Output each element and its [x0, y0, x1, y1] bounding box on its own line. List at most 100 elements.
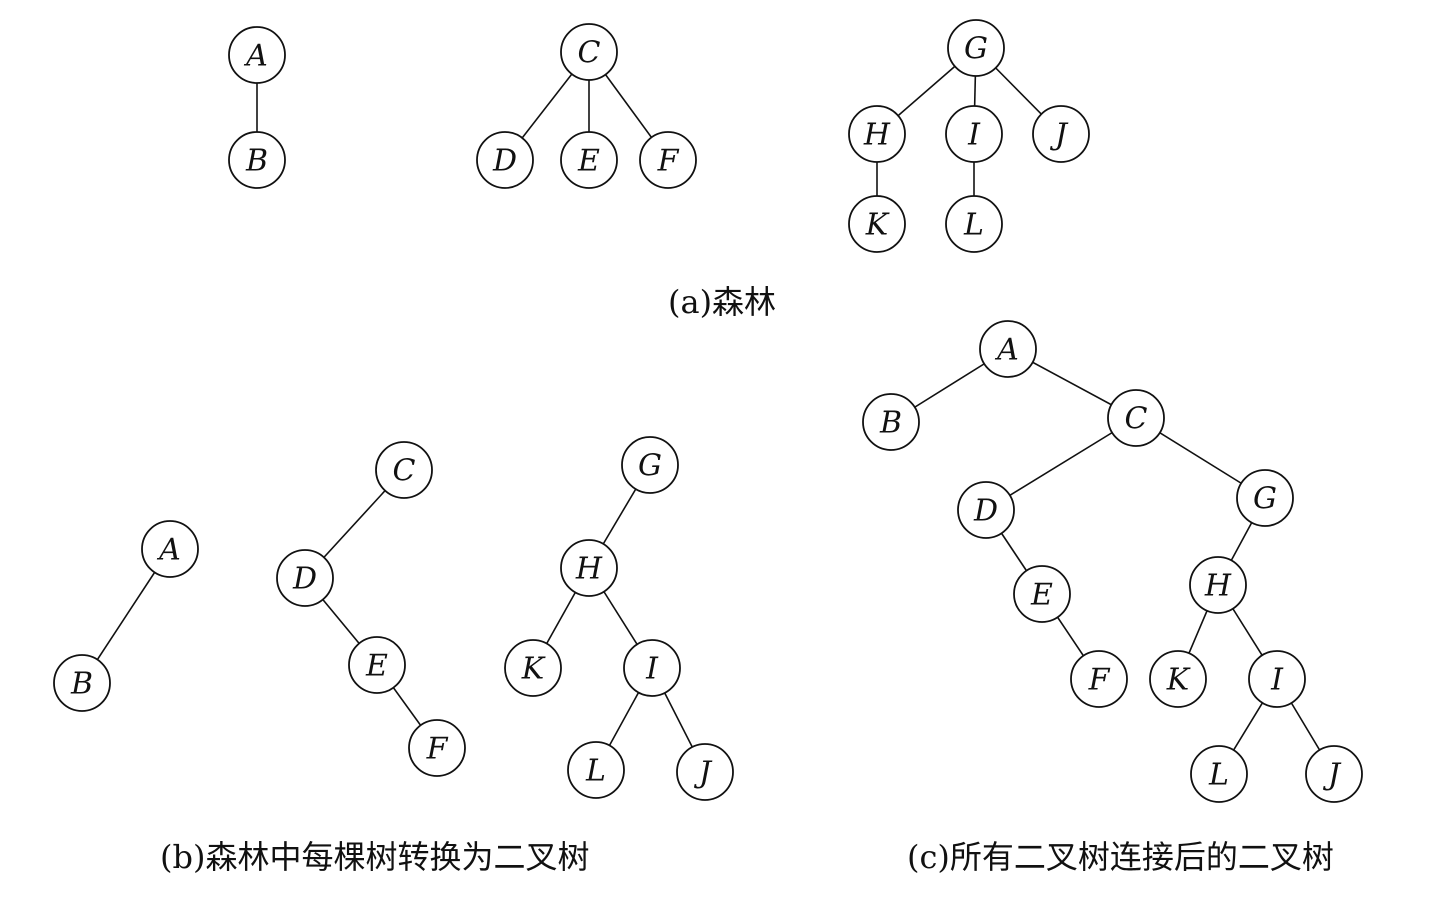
node-label: H	[863, 118, 891, 153]
node-label: D	[492, 144, 517, 179]
node-label: G	[964, 32, 988, 67]
node-label: L	[1208, 758, 1229, 793]
node-c-F: F	[1070, 650, 1128, 708]
node-circle	[567, 741, 625, 799]
node-circle	[862, 393, 920, 451]
node-c-D: D	[957, 481, 1015, 539]
node-c-C: C	[1107, 389, 1165, 447]
node-label: C	[578, 36, 601, 71]
node-c-L: L	[1190, 745, 1248, 803]
node-circle	[979, 320, 1037, 378]
node-circle	[408, 719, 466, 777]
node-b-J: J	[676, 743, 734, 801]
node-b-D: D	[276, 549, 334, 607]
node-circle	[560, 131, 618, 189]
node-circle	[1236, 469, 1294, 527]
node-c-I: I	[1248, 650, 1306, 708]
node-label: F	[657, 144, 680, 179]
node-circle	[676, 743, 734, 801]
node-circle	[945, 195, 1003, 253]
node-b-G: G	[621, 436, 679, 494]
node-circle	[1107, 389, 1165, 447]
node-circle	[848, 105, 906, 163]
node-label: L	[963, 208, 984, 243]
node-a-H: H	[848, 105, 906, 163]
caption-a: (a)森林	[668, 283, 776, 321]
node-label: D	[973, 494, 998, 529]
node-c-A: A	[979, 320, 1037, 378]
node-circle	[504, 639, 562, 697]
node-a-K: K	[848, 195, 906, 253]
node-c-E: E	[1013, 565, 1071, 623]
node-circle	[1070, 650, 1128, 708]
node-a-F: F	[639, 131, 697, 189]
node-label: B	[245, 144, 268, 179]
node-b-I: I	[623, 639, 681, 697]
node-circle	[957, 481, 1015, 539]
node-label: K	[865, 208, 890, 243]
node-circle	[476, 131, 534, 189]
caption-b: (b)森林中每棵树转换为二叉树	[160, 838, 589, 876]
node-label: E	[1030, 578, 1053, 613]
node-label: A	[156, 533, 181, 568]
node-label: C	[393, 454, 416, 489]
node-circle	[53, 654, 111, 712]
node-c-K: K	[1149, 650, 1207, 708]
node-a-J: J	[1032, 105, 1090, 163]
node-label: L	[585, 754, 606, 789]
node-circle	[1190, 745, 1248, 803]
node-circle	[639, 131, 697, 189]
node-label: F	[1088, 663, 1111, 698]
node-label: B	[879, 406, 902, 441]
node-circle	[560, 23, 618, 81]
node-label: B	[70, 667, 93, 702]
edge-c-C-D	[985, 417, 1137, 511]
node-circle	[375, 441, 433, 499]
node-b-L: L	[567, 741, 625, 799]
node-a-B: B	[228, 131, 286, 189]
node-label: A	[243, 39, 268, 74]
node-b-C: C	[375, 441, 433, 499]
node-circle	[1032, 105, 1090, 163]
node-circle	[348, 636, 406, 694]
node-circle	[560, 539, 618, 597]
node-b-E: E	[348, 636, 406, 694]
node-label: K	[521, 652, 546, 687]
node-b-A: A	[141, 520, 199, 578]
node-circle	[623, 639, 681, 697]
node-circle	[276, 549, 334, 607]
node-label: E	[365, 649, 388, 684]
node-circle	[621, 436, 679, 494]
node-label: K	[1166, 663, 1191, 698]
node-circle	[1149, 650, 1207, 708]
node-label: D	[292, 562, 317, 597]
node-label: I	[645, 652, 659, 687]
node-circle	[1248, 650, 1306, 708]
node-circle	[848, 195, 906, 253]
node-a-A: A	[228, 26, 286, 84]
node-b-F: F	[408, 719, 466, 777]
node-b-K: K	[504, 639, 562, 697]
node-c-B: B	[862, 393, 920, 451]
node-circle	[141, 520, 199, 578]
node-c-H: H	[1189, 556, 1247, 614]
node-label: F	[426, 732, 449, 767]
node-a-D: D	[476, 131, 534, 189]
node-circle	[947, 19, 1005, 77]
node-circle	[228, 26, 286, 84]
node-circle	[945, 105, 1003, 163]
node-label: G	[638, 449, 662, 484]
node-label: C	[1125, 402, 1148, 437]
node-label: G	[1253, 482, 1277, 517]
node-a-G: G	[947, 19, 1005, 77]
node-label: I	[967, 118, 981, 153]
node-a-C: C	[560, 23, 618, 81]
caption-c: (c)所有二叉树连接后的二叉树	[907, 838, 1334, 876]
node-circle	[1189, 556, 1247, 614]
node-a-L: L	[945, 195, 1003, 253]
node-a-E: E	[560, 131, 618, 189]
node-b-B: B	[53, 654, 111, 712]
node-label: A	[994, 333, 1019, 368]
